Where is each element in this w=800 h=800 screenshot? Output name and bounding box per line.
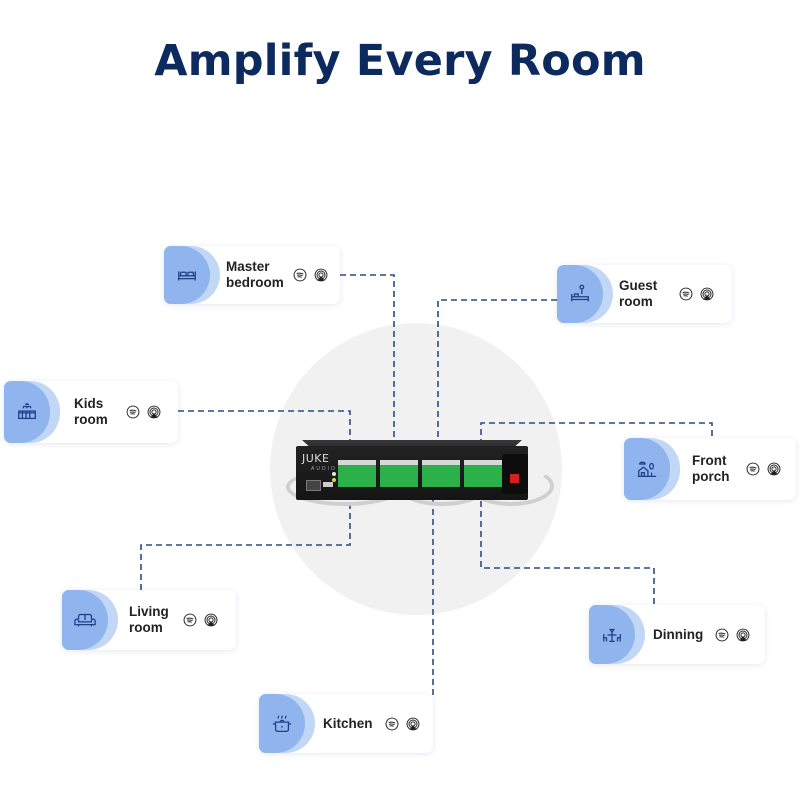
airplay-icon <box>147 405 161 419</box>
connector-living-room <box>140 495 351 590</box>
connector-dinning <box>480 495 655 604</box>
airplay-icon <box>314 268 328 282</box>
airplay-icon <box>406 717 420 730</box>
room-label: Dinning <box>653 626 704 642</box>
power-inlet <box>502 454 528 494</box>
spotify-icon <box>183 613 197 627</box>
room-card-dinning[interactable]: Dinning <box>589 605 765 664</box>
page-title: Amplify Every Room <box>154 36 646 86</box>
crib-mobile-icon <box>18 403 36 420</box>
connector-guest-room <box>437 299 557 452</box>
brand-logo: JUKE <box>302 452 330 465</box>
chassis-top <box>302 440 522 448</box>
spotify-icon <box>715 628 729 641</box>
spotify-icon <box>385 717 399 730</box>
spotify-icon <box>126 405 140 419</box>
zone-terminal-2 <box>380 460 418 487</box>
house-tree-icon <box>637 461 657 477</box>
zone-terminal-3 <box>422 460 460 487</box>
room-label: Kitchen <box>323 715 373 731</box>
room-card-kitchen[interactable]: Kitchen <box>259 694 433 753</box>
zone-terminal-4 <box>464 460 502 487</box>
spotify-icon <box>679 287 693 301</box>
bed-icon <box>178 271 196 281</box>
power-switch <box>510 474 519 483</box>
airplay-icon <box>767 462 781 476</box>
amplifier-device: JUKE AUDIO <box>278 440 554 512</box>
connector-master-bedroom <box>340 274 395 452</box>
brand-subtitle: AUDIO <box>311 466 337 472</box>
airplay-icon <box>204 613 218 627</box>
airplay-icon <box>700 287 714 301</box>
chassis-front: JUKE AUDIO <box>296 446 528 500</box>
sofa-icon <box>74 613 96 627</box>
usb-port <box>323 482 333 487</box>
spotify-icon <box>746 462 760 476</box>
ethernet-port <box>306 480 321 491</box>
cooking-pot-icon <box>272 714 292 732</box>
status-led <box>332 478 336 482</box>
zone-terminal-1 <box>338 460 376 487</box>
dining-table-icon <box>603 628 621 642</box>
guest-bed-lamp-icon <box>571 284 589 302</box>
airplay-icon <box>736 628 750 641</box>
connector-kids-room <box>178 410 351 452</box>
spotify-icon <box>293 268 307 282</box>
status-led <box>332 472 336 476</box>
